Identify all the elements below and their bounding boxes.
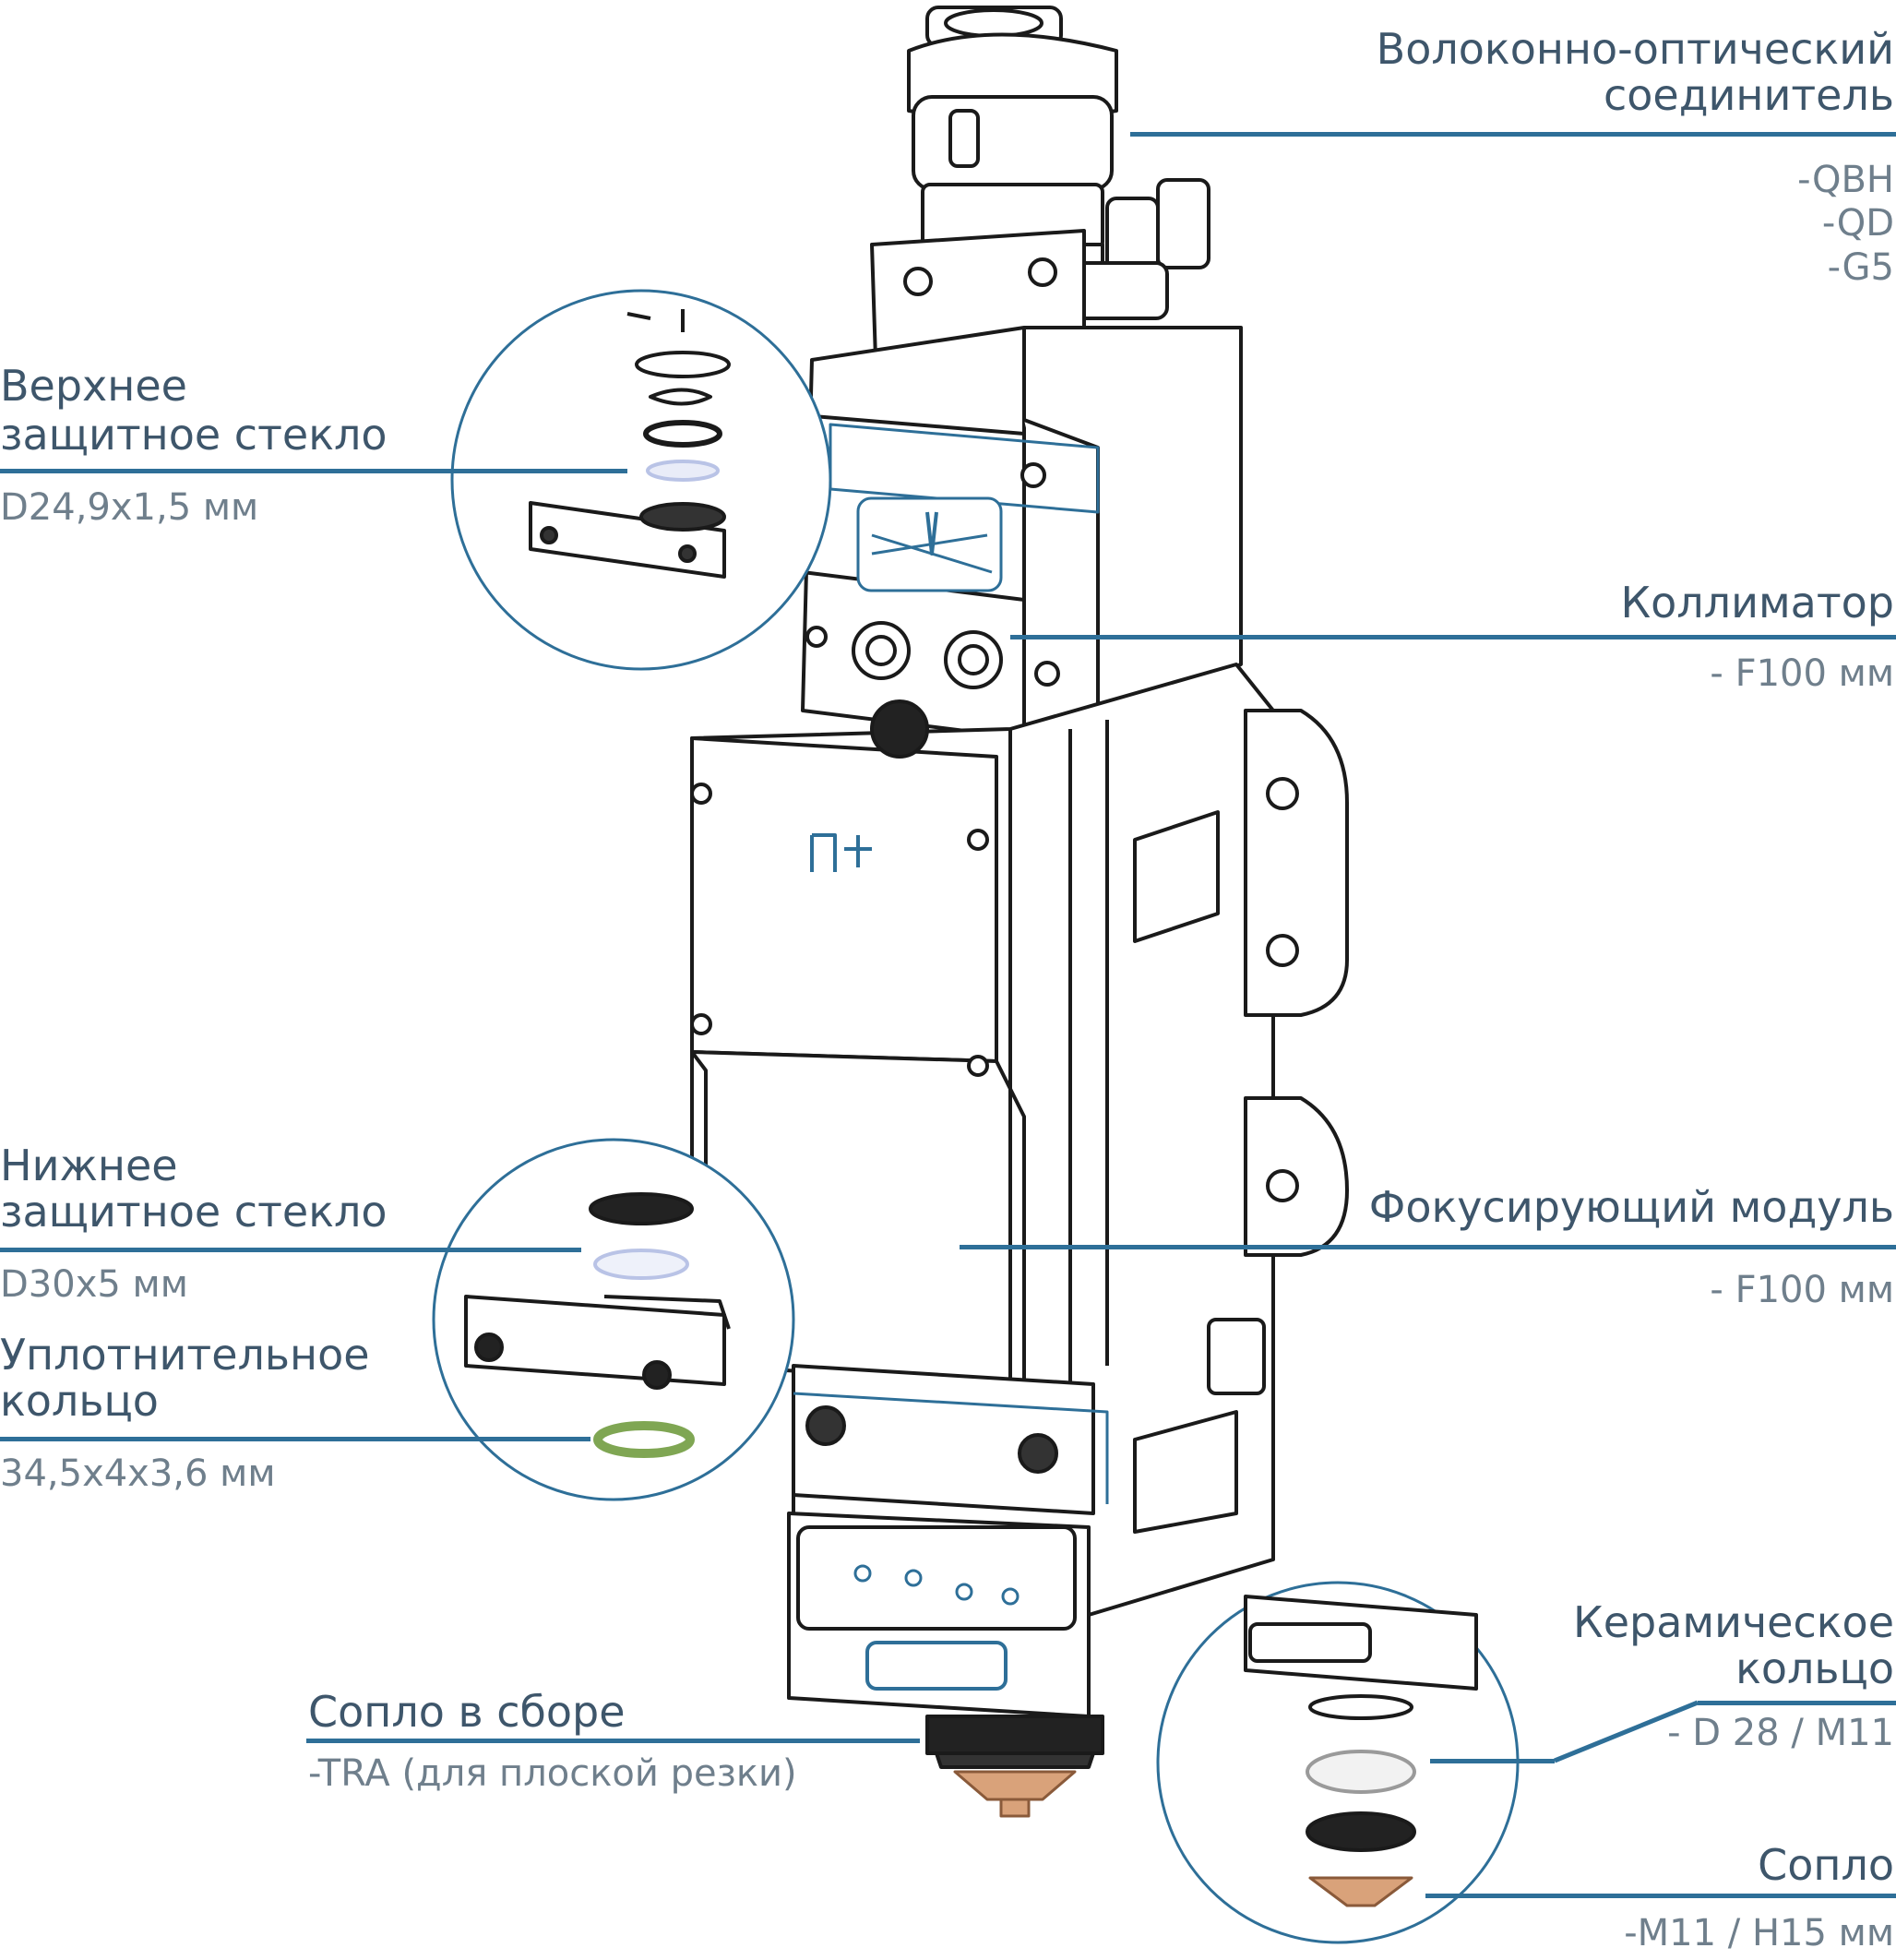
seal-ring-title-2: кольцо [0,1376,159,1426]
lower-glass-rule [0,1248,581,1252]
upper-glass-spec: D24,9x1,5 мм [0,486,259,529]
lower-glass-zoom [432,1138,795,1501]
nozzle-title: Сопло [1758,1840,1894,1890]
nozzle-assembly-drawing [925,1715,1104,1818]
upper-glass-title-2: защитное стекло [0,410,388,460]
nozzle-spec: -M11 / H15 мм [1624,1912,1894,1954]
ceramic-ring-title-2: кольцо [1735,1643,1894,1693]
fiber-connector-rule [1130,132,1896,137]
upper-glass-title-1: Верхнее [0,361,187,411]
nozzle-assembly-spec: -TRA (для плоской резки) [308,1752,797,1795]
nozzle-assembly-rule [306,1739,920,1743]
nozzle-zoom [1156,1581,1520,1944]
nozzle-assembly-title: Сопло в сборе [308,1687,626,1737]
focusing-module-title: Фокусирующий модуль [1368,1182,1894,1232]
lower-glass-title-2: защитное стекло [0,1187,388,1237]
fiber-connector-option-qd: -QD [1821,202,1894,245]
seal-ring-title-1: Уплотнительное [0,1330,370,1380]
fiber-connector-title-2: соединитель [1603,70,1894,120]
seal-ring-rule [0,1437,590,1441]
ceramic-ring-rule [1698,1701,1896,1705]
ceramic-ring-title-1: Керамическое [1573,1597,1894,1647]
lower-glass-title-1: Нижнее [0,1141,178,1190]
fiber-connector-title-1: Волоконно-оптический [1376,24,1894,74]
seal-ring-spec: 34,5x4x3,6 мм [0,1452,276,1495]
upper-glass-zoom [450,289,832,671]
focusing-module-rule [960,1245,1896,1249]
collimator-spec: - F100 мм [1710,652,1894,695]
fiber-connector [907,6,1210,320]
bottom-housing [787,1512,1091,1718]
collimator-title: Коллиматор [1620,578,1894,627]
fiber-connector-option-qbh: -QBH [1797,159,1894,201]
drawer-section [792,1318,1266,1534]
ceramic-ring-rule-leader [1430,1759,1555,1763]
focusing-module-spec: - F100 мм [1710,1269,1894,1311]
collimator-rule [1010,635,1896,639]
fiber-connector-option-g5: -G5 [1827,246,1894,289]
lower-glass-spec: D30x5 мм [0,1263,188,1306]
nozzle-rule [1425,1894,1896,1898]
ceramic-ring-spec: - D 28 / M11 [1667,1712,1894,1754]
upper-glass-rule [0,469,627,473]
